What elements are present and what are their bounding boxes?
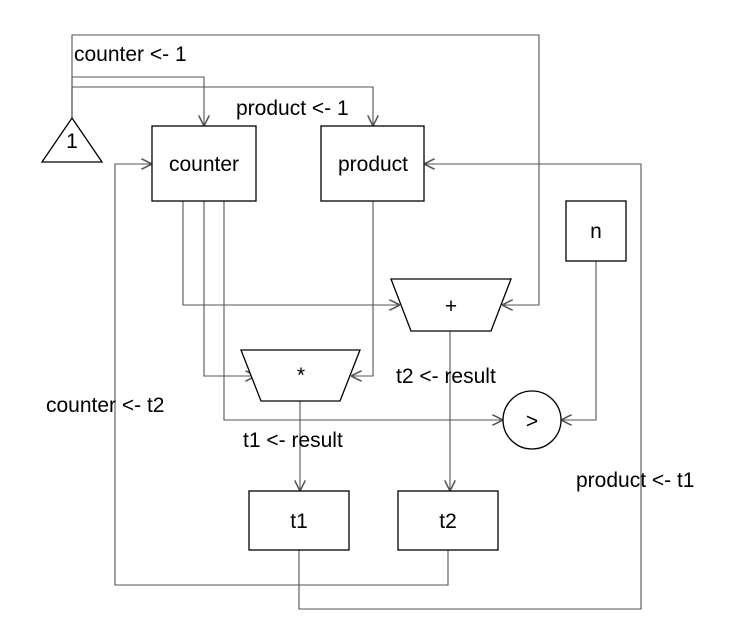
register-t2: t2 <box>397 490 499 551</box>
comparator-circle <box>502 390 562 450</box>
adder-trapezoid <box>390 278 512 332</box>
label-counter-from-t2: counter <- t2 <box>46 394 164 417</box>
operator-adder: + <box>390 278 512 332</box>
register-t1-box <box>248 490 350 551</box>
constant-triangle <box>40 116 104 163</box>
register-n-box <box>565 200 627 262</box>
register-product-label: product <box>338 153 408 176</box>
register-counter-label: counter <box>169 153 239 176</box>
wire-counter-to-comparator <box>223 201 503 420</box>
multiplier-trapezoid <box>240 349 361 402</box>
register-n-label: n <box>590 220 602 243</box>
register-n: n <box>565 200 627 262</box>
register-t2-label: t2 <box>439 510 457 533</box>
wire-product-to-multiplier <box>351 201 374 376</box>
wire-const-to-adder <box>71 34 540 305</box>
constant-one-source: 1 <box>40 116 104 163</box>
label-counter-init: counter <- 1 <box>74 43 187 66</box>
adder-symbol: + <box>445 295 457 318</box>
wire-const-to-product <box>71 86 373 126</box>
register-counter-box <box>151 125 257 202</box>
wire-t2-to-counter <box>114 164 449 586</box>
wires <box>71 34 642 610</box>
assignment-labels: counter <- 1 product <- 1 t2 <- result t… <box>46 43 694 492</box>
operator-comparator: > <box>502 390 562 450</box>
constant-value: 1 <box>66 130 78 153</box>
wire-counter-to-adder <box>182 201 400 305</box>
wire-counter-to-multiplier <box>203 201 256 376</box>
register-t1-label: t1 <box>290 510 308 533</box>
label-product-from-t1: product <- t1 <box>576 469 694 492</box>
label-t2-from-adder: t2 <- result <box>396 365 496 388</box>
wire-const-to-counter <box>71 76 204 126</box>
register-t1: t1 <box>248 490 350 551</box>
wire-n-to-comparator <box>561 261 597 420</box>
label-t1-from-multiplier: t1 <- result <box>243 429 343 452</box>
register-product-box <box>320 125 425 202</box>
label-product-init: product <- 1 <box>236 97 349 120</box>
operator-multiplier: * <box>240 349 361 402</box>
register-t2-box <box>397 490 499 551</box>
comparator-symbol: > <box>526 410 538 433</box>
register-counter: counter <box>151 125 257 202</box>
multiplier-symbol: * <box>297 364 305 387</box>
wire-t1-to-product <box>298 164 642 610</box>
register-product: product <box>320 125 425 202</box>
